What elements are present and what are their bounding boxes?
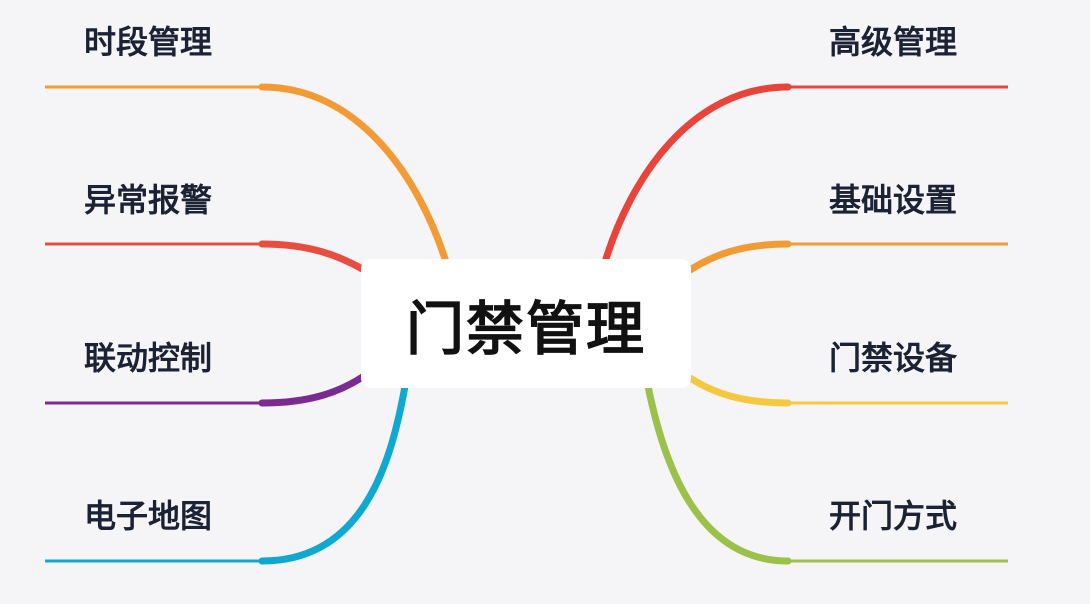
branch-label-time-period-management[interactable]: 时段管理: [84, 23, 213, 61]
branch-label-electronic-map[interactable]: 电子地图: [84, 497, 213, 535]
central-topic-node[interactable]: 门禁管理: [361, 259, 691, 388]
branch-label-basic-settings[interactable]: 基础设置: [829, 181, 958, 219]
connector-basic-settings-curve: [686, 240, 792, 274]
branch-label-access-devices[interactable]: 门禁设备: [829, 339, 958, 377]
branch-label-door-opening-methods[interactable]: 开门方式: [829, 497, 958, 535]
connector-advanced-management-curve: [601, 83, 792, 266]
central-topic-label: 门禁管理: [405, 294, 646, 363]
connector-door-opening-methods-curve: [644, 382, 792, 565]
branch-label-abnormal-alarm[interactable]: 异常报警: [84, 181, 213, 219]
branch-label-advanced-management[interactable]: 高级管理: [829, 23, 958, 61]
connector-time-period-management-curve: [258, 83, 450, 266]
connector-linkage-control-curve: [258, 372, 368, 407]
branch-label-linkage-control[interactable]: 联动控制: [84, 339, 213, 377]
connector-electronic-map-curve: [258, 382, 409, 565]
connector-access-devices-curve: [686, 374, 792, 407]
connector-abnormal-alarm-curve: [258, 240, 368, 274]
